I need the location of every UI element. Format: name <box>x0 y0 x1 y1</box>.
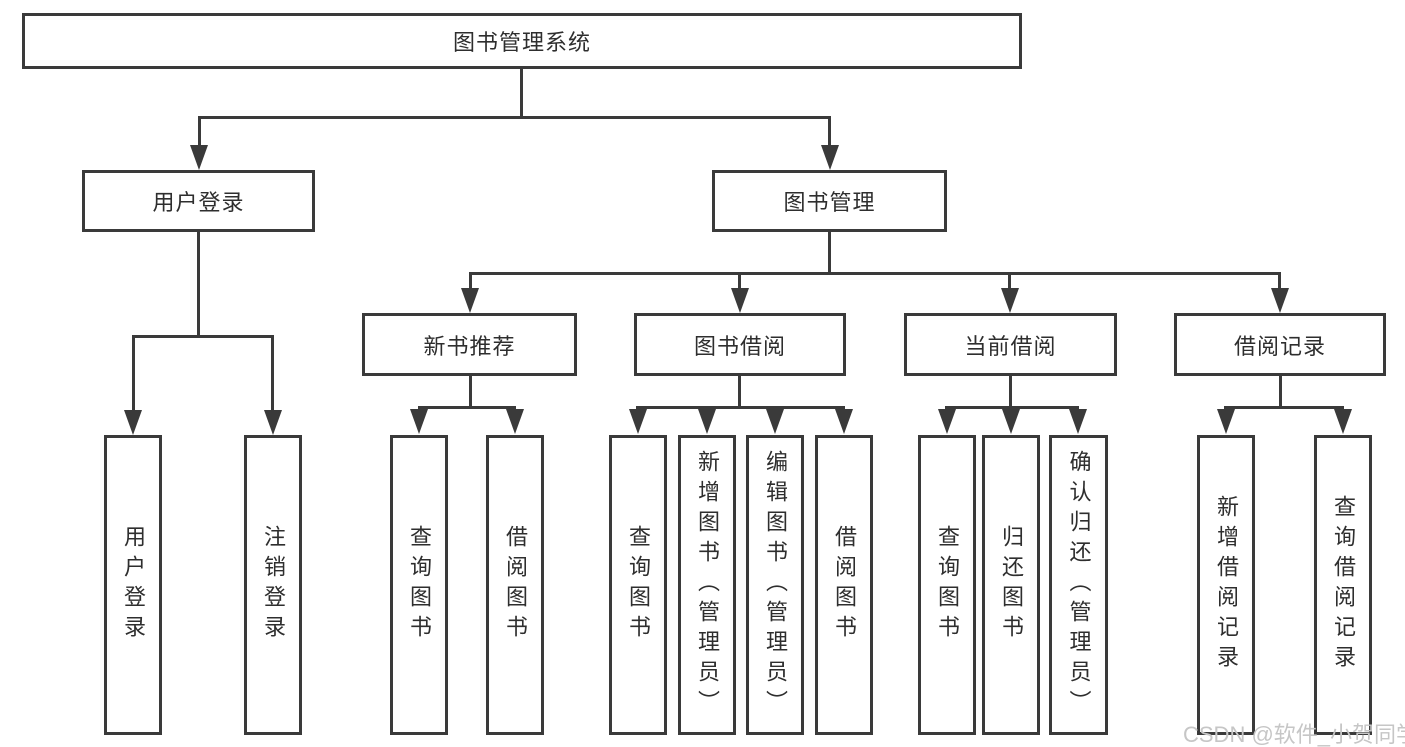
arrow-down-icon <box>461 288 479 313</box>
connector-line <box>1008 273 1011 291</box>
connector-line <box>1224 406 1344 409</box>
leaf-user-login: 用户登录 <box>104 435 162 735</box>
leaf-edit-books-admin: 编辑图书（管理员） <box>746 435 804 735</box>
connector-line <box>132 335 274 338</box>
node-book-management: 图书管理 <box>712 170 947 232</box>
connector-line <box>198 116 831 119</box>
node-borrowing-records: 借阅记录 <box>1174 313 1386 376</box>
arrow-down-icon <box>506 409 524 434</box>
connector-line <box>738 273 741 291</box>
arrow-down-icon <box>698 409 716 434</box>
node-current-borrowing: 当前借阅 <box>904 313 1117 376</box>
connector-line <box>197 232 200 336</box>
connector-line <box>520 69 523 117</box>
leaf-confirm-return-admin-label: 确认归还（管理员） <box>1066 450 1092 720</box>
arrow-down-icon <box>835 409 853 434</box>
connector-line <box>469 272 1281 275</box>
leaf-add-borrow-record-label: 新增借阅记录 <box>1214 495 1239 675</box>
arrow-down-icon <box>1002 409 1020 434</box>
connector-line <box>418 406 516 409</box>
connector-line <box>132 336 135 414</box>
node-user-login-label: 用户登录 <box>152 190 245 215</box>
leaf-return-books: 归还图书 <box>982 435 1040 735</box>
leaf-query-borrow-record: 查询借阅记录 <box>1314 435 1372 735</box>
node-book-management-label: 图书管理 <box>783 190 876 215</box>
arrow-down-icon <box>766 409 784 434</box>
arrow-down-icon <box>731 288 749 313</box>
arrow-down-icon <box>1217 409 1235 434</box>
node-new-book-recommendation: 新书推荐 <box>362 313 577 376</box>
leaf-query-books-current: 查询图书 <box>918 435 976 735</box>
connector-line <box>271 336 274 414</box>
node-borrowing-records-label: 借阅记录 <box>1233 333 1326 359</box>
leaf-return-books-label: 归还图书 <box>999 525 1024 645</box>
leaf-query-borrow-record-label: 查询借阅记录 <box>1331 495 1356 675</box>
leaf-add-borrow-record: 新增借阅记录 <box>1197 435 1255 735</box>
leaf-query-books-borrowing: 查询图书 <box>609 435 667 735</box>
leaf-borrow-books-borrowing-label: 借阅图书 <box>832 525 857 645</box>
leaf-user-login-label: 用户登录 <box>121 525 146 645</box>
leaf-query-books-current-label: 查询图书 <box>935 525 960 645</box>
connector-line <box>828 117 831 149</box>
connector-line <box>198 117 201 149</box>
leaf-borrow-books-borrowing: 借阅图书 <box>815 435 873 735</box>
arrow-down-icon <box>629 409 647 434</box>
leaf-query-books-recommend-label: 查询图书 <box>407 525 432 645</box>
connector-line <box>1278 273 1281 291</box>
arrow-down-icon <box>1334 409 1352 434</box>
leaf-borrow-books-recommend-label: 借阅图书 <box>503 525 528 645</box>
node-user-login: 用户登录 <box>82 170 315 232</box>
node-current-borrowing-label: 当前借阅 <box>964 333 1057 359</box>
connector-line <box>1279 376 1282 408</box>
arrow-down-icon <box>821 145 839 170</box>
leaf-query-books-borrowing-label: 查询图书 <box>626 525 651 645</box>
connector-line <box>469 273 472 291</box>
connector-line <box>1009 376 1012 408</box>
node-root-label: 图书管理系统 <box>452 30 591 55</box>
arrow-down-icon <box>264 410 282 435</box>
node-book-borrowing-label: 图书借阅 <box>693 333 786 359</box>
connector-line <box>738 376 741 408</box>
node-new-book-recommendation-label: 新书推荐 <box>423 333 516 359</box>
arrow-down-icon <box>1271 288 1289 313</box>
arrow-down-icon <box>124 410 142 435</box>
leaf-confirm-return-admin: 确认归还（管理员） <box>1049 435 1108 735</box>
leaf-query-books-recommend: 查询图书 <box>390 435 448 735</box>
arrow-down-icon <box>410 409 428 434</box>
connector-line <box>828 232 831 273</box>
leaf-add-books-admin: 新增图书（管理员） <box>678 435 736 735</box>
arrow-down-icon <box>1069 409 1087 434</box>
leaf-logout: 注销登录 <box>244 435 302 735</box>
connector-line <box>945 406 1079 409</box>
arrow-down-icon <box>938 409 956 434</box>
leaf-edit-books-admin-label: 编辑图书（管理员） <box>763 450 788 720</box>
node-root: 图书管理系统 <box>22 13 1022 69</box>
leaf-borrow-books-recommend: 借阅图书 <box>486 435 544 735</box>
leaf-logout-label: 注销登录 <box>261 525 286 645</box>
leaf-add-books-admin-label: 新增图书（管理员） <box>695 450 720 720</box>
watermark: CSDN @软件_小贺同学 <box>1183 722 1405 747</box>
arrow-down-icon <box>190 145 208 170</box>
connector-line <box>636 406 845 409</box>
connector-line <box>469 376 472 408</box>
node-book-borrowing: 图书借阅 <box>634 313 846 376</box>
arrow-down-icon <box>1001 288 1019 313</box>
